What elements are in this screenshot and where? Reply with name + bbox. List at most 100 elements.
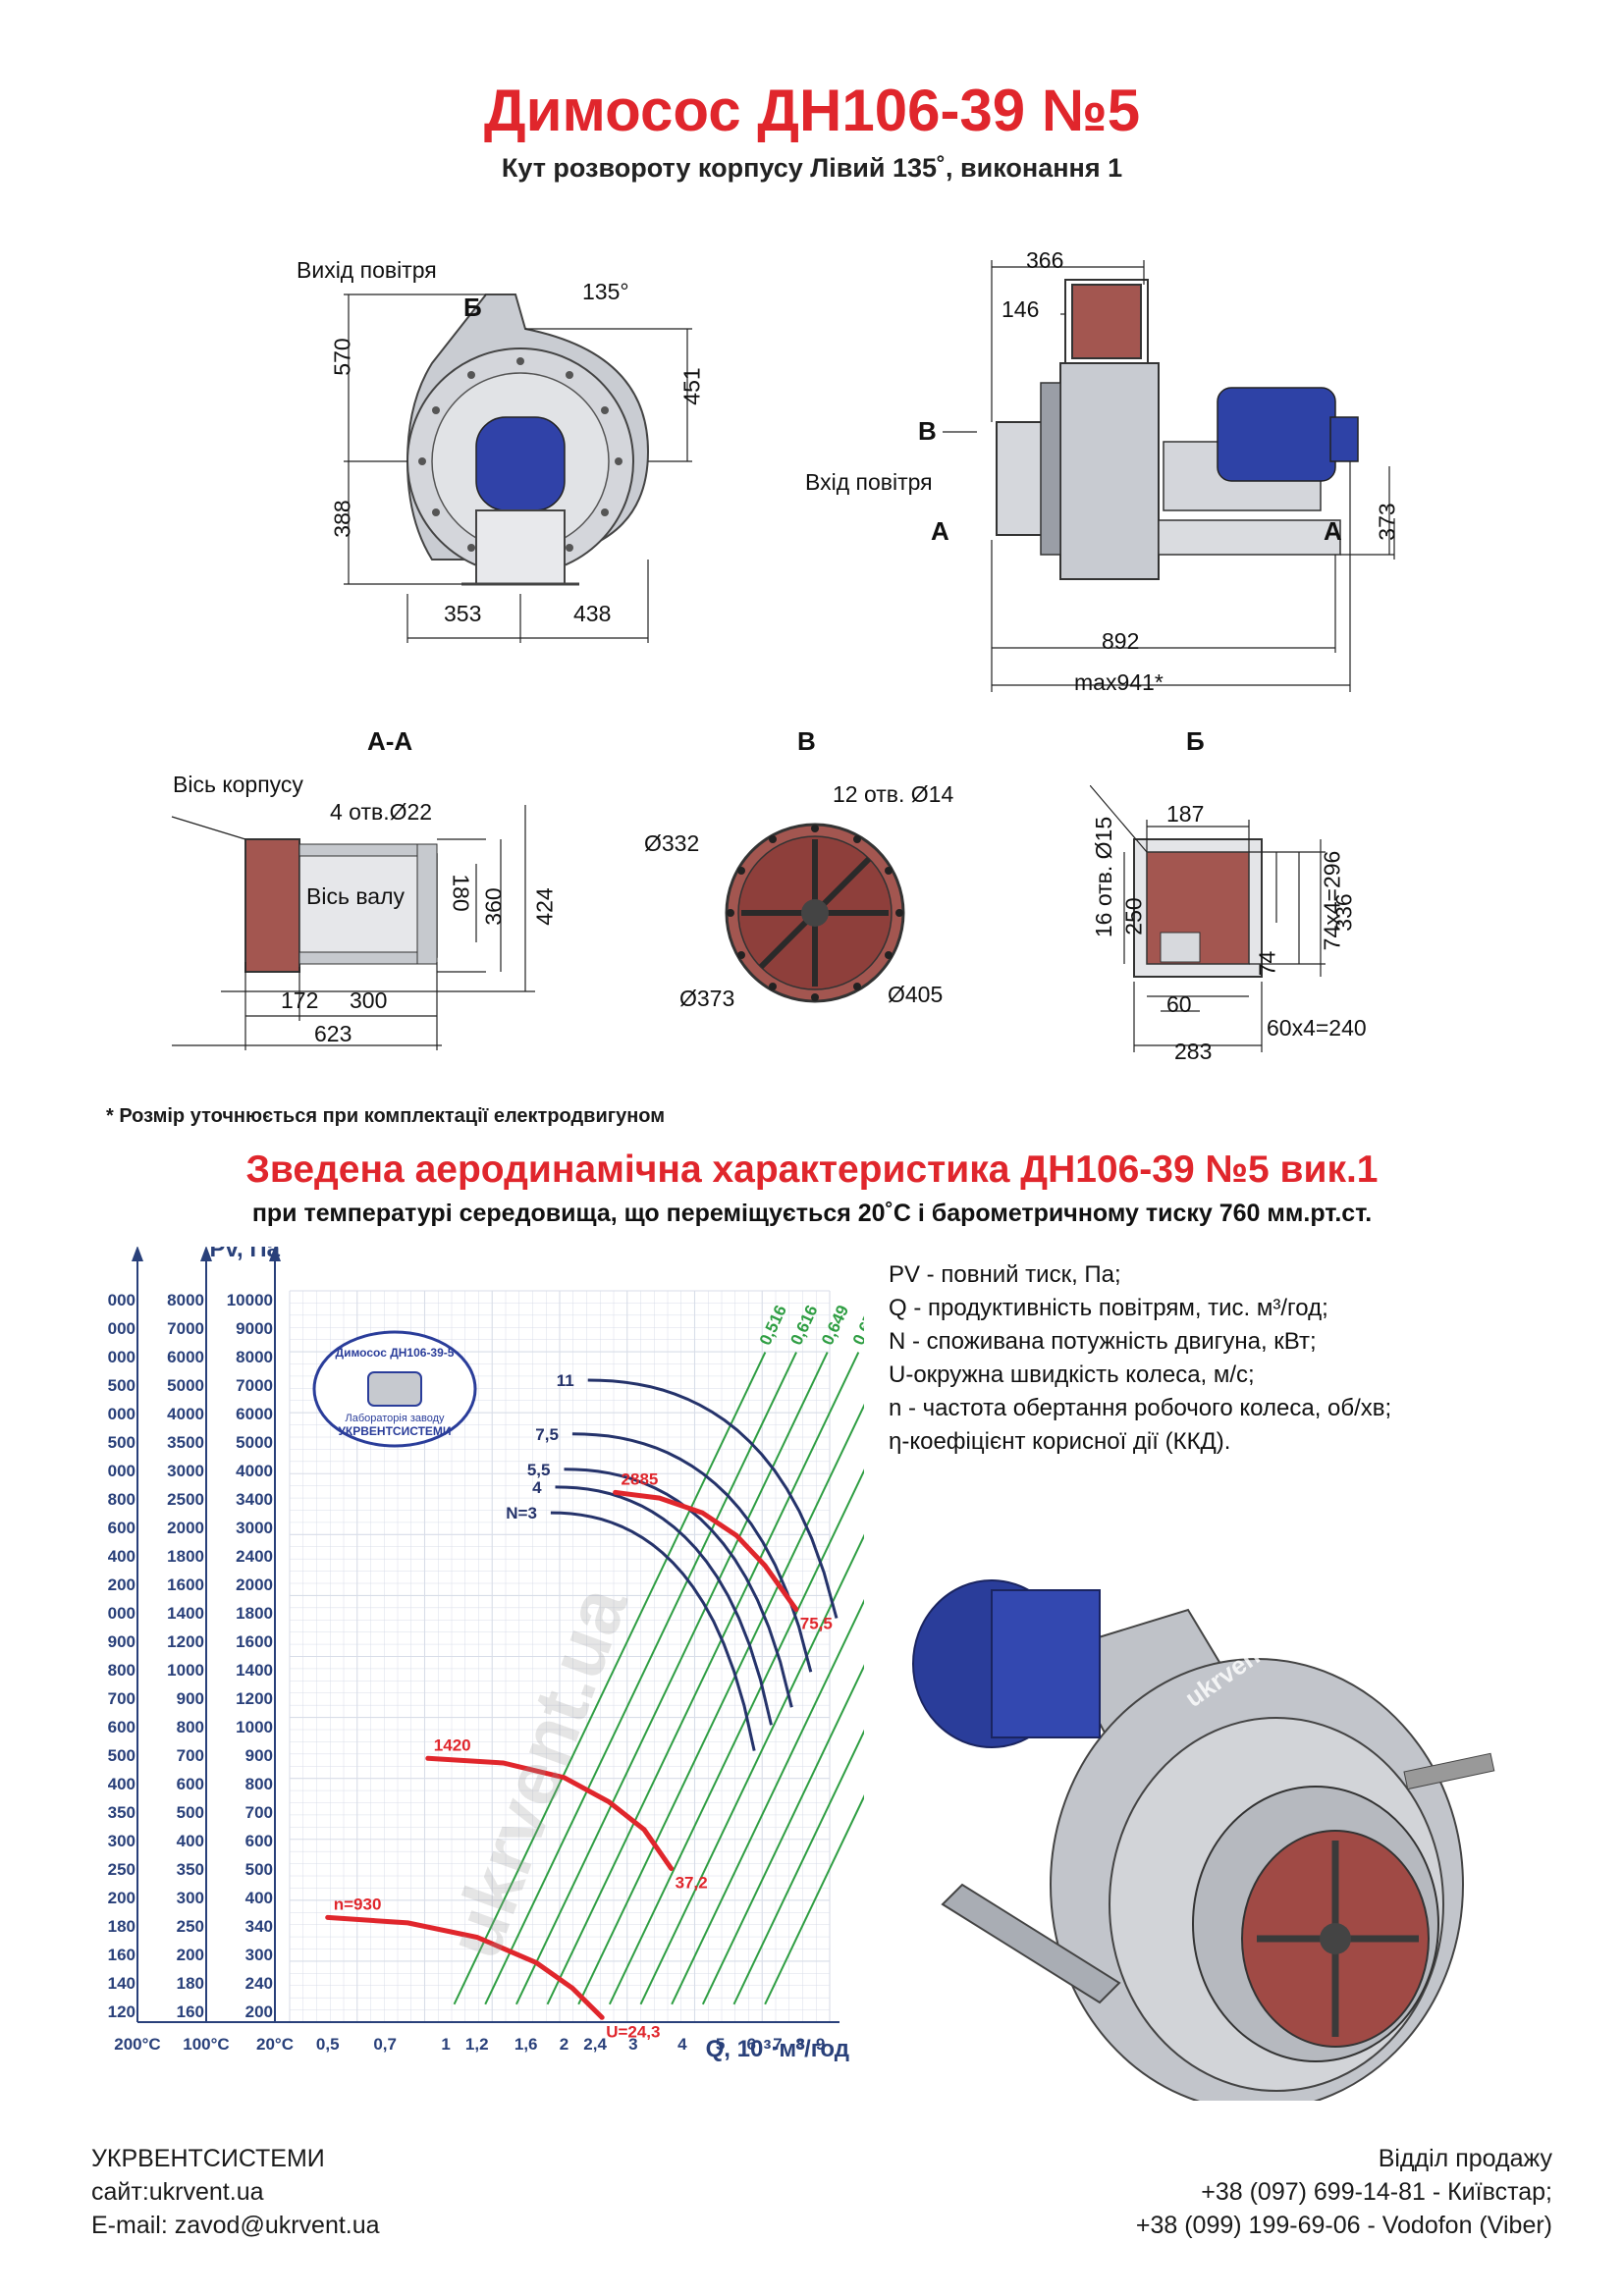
- phone-kyivstar[interactable]: +38 (097) 699-14-81 - Київстар;: [1201, 2178, 1552, 2206]
- y-tick-20c: 500: [245, 1860, 273, 1879]
- dim-180: 180: [448, 874, 474, 912]
- aero-chart: 6000500040003500300025002000180016001400…: [108, 1247, 864, 2061]
- efficiency-line: [639, 1533, 864, 2005]
- x-tick-label: 0,5: [316, 2035, 340, 2054]
- speed-start-label: n=930: [334, 1895, 382, 1913]
- y-tick-200c: 250: [108, 1860, 135, 1879]
- section-aa-title: А-А: [367, 726, 413, 756]
- y-tick-100c: 4000: [167, 1405, 204, 1423]
- dim-283: 283: [1174, 1039, 1213, 1064]
- dim-388: 388: [329, 500, 355, 538]
- legend-item: PV - повний тиск, Па;: [889, 1261, 1121, 1288]
- v-holes-label: 12 отв. Ø14: [833, 781, 954, 807]
- v-d405: Ø405: [888, 982, 944, 1007]
- speed-start-label: 2885: [622, 1469, 659, 1488]
- x-tick-label: 1,6: [514, 2035, 538, 2054]
- x-tick-label: 1: [441, 2035, 450, 2054]
- efficiency-line: [764, 1794, 864, 2005]
- front-view-drawing: [344, 294, 692, 643]
- side-view-drawing: [943, 260, 1395, 692]
- y-tick-100c: 1000: [167, 1661, 204, 1680]
- y-tick-20c: 240: [245, 1974, 273, 1993]
- speed-end-label: 75,5: [800, 1614, 833, 1632]
- y-tick-200c: 1800: [108, 1490, 135, 1509]
- sales-dept: Відділ продажу: [1378, 2145, 1552, 2172]
- chart-subtitle: при температурі середовища, що переміщує…: [251, 1200, 1373, 1227]
- y-axis-arrow: [200, 1247, 212, 1261]
- y-tick-20c: 4000: [236, 1462, 273, 1480]
- y-tick-20c: 600: [245, 1832, 273, 1850]
- x-tick-label: 0,7: [373, 2035, 397, 2054]
- section-a-left: А: [931, 516, 949, 546]
- y-tick-200c: 600: [108, 1718, 135, 1736]
- power-label: N=3: [506, 1504, 537, 1522]
- company-name: УКРВЕНТСИСТЕМИ: [91, 2145, 325, 2172]
- housing-axis-label: Вісь корпусу: [173, 772, 303, 797]
- y-tick-100c: 700: [177, 1746, 204, 1765]
- y-tick-100c: 2000: [167, 1519, 204, 1537]
- y-tick-20c: 400: [245, 1889, 273, 1907]
- x-tick-label: 9: [816, 2035, 825, 2054]
- page-subtitle: Кут розвороту корпусу Лівий 135˚, викона…: [501, 153, 1123, 183]
- efficiency-line: [453, 1352, 767, 2005]
- dim-373: 373: [1374, 503, 1400, 541]
- y-tick-20c: 200: [245, 2002, 273, 2021]
- y-tick-200c: 350: [108, 1803, 135, 1822]
- power-label: 5,5: [527, 1461, 551, 1479]
- temp-label: 100°С: [183, 2035, 229, 2054]
- email-link[interactable]: E-mail: zavod@ukrvent.ua: [91, 2212, 380, 2239]
- dim-360: 360: [480, 887, 507, 926]
- y-tick-100c: 1600: [167, 1575, 204, 1594]
- outlet-label: Вихід повітря: [297, 257, 437, 283]
- dim-424: 424: [531, 887, 558, 926]
- chart-legend: PV - повний тиск, Па; Q - продуктивність…: [889, 1258, 1391, 1459]
- legend-item: Q - продуктивність повітрям, тис. м³/год…: [889, 1295, 1328, 1321]
- y-tick-200c: 2500: [108, 1433, 135, 1452]
- y-tick-200c: 140: [108, 1974, 135, 1993]
- x-tick-label: 1,2: [465, 2035, 489, 2054]
- x-axis-label: Q, 10³·м³/год: [706, 2036, 849, 2061]
- speed-curve: [325, 1914, 605, 2020]
- dim-60x4: 60x4=240: [1267, 1015, 1367, 1041]
- y-tick-100c: 3000: [167, 1462, 204, 1480]
- y-tick-100c: 250: [177, 1917, 204, 1936]
- power-curve: [550, 1511, 756, 1751]
- y-axis-arrow: [132, 1247, 143, 1261]
- power-curve: [564, 1468, 793, 1708]
- y-tick-100c: 1200: [167, 1632, 204, 1651]
- y-tick-200c: 160: [108, 1946, 135, 1964]
- y-tick-20c: 3000: [236, 1519, 273, 1537]
- efficiency-line: [577, 1403, 864, 2005]
- logo-line1: Димосос ДН106-39-5: [336, 1346, 455, 1360]
- y-tick-200c: 6000: [108, 1291, 135, 1309]
- legend-item: n - частота обертання робочого колеса, о…: [889, 1395, 1392, 1421]
- dim-451: 451: [678, 367, 705, 405]
- page-title: Димосос ДН106-39 №5: [483, 78, 1141, 143]
- y-tick-100c: 1400: [167, 1604, 204, 1623]
- y-tick-100c: 160: [177, 2002, 204, 2021]
- x-tick-label: 2: [560, 2035, 568, 2054]
- y-tick-20c: 9000: [236, 1319, 273, 1338]
- y-tick-100c: 600: [177, 1775, 204, 1793]
- y-tick-20c: 6000: [236, 1405, 273, 1423]
- power-curve: [555, 1485, 773, 1726]
- dim-366: 366: [1026, 247, 1064, 273]
- phone-vodafone[interactable]: +38 (099) 199-69-06 - Vodofon (Viber): [1135, 2212, 1552, 2239]
- y-axis-arrow: [269, 1247, 281, 1261]
- dim-892: 892: [1102, 628, 1140, 654]
- y-tick-20c: 1800: [236, 1604, 273, 1623]
- y-tick-20c: 1000: [236, 1718, 273, 1736]
- y-tick-20c: 700: [245, 1803, 273, 1822]
- y-tick-20c: 2000: [236, 1575, 273, 1594]
- site-link[interactable]: сайт:ukrvent.ua: [91, 2178, 264, 2206]
- y-tick-200c: 180: [108, 1917, 135, 1936]
- logo-line2: Лабораторія заводу: [345, 1413, 445, 1424]
- efficiency-line: [608, 1468, 864, 2005]
- power-curve: [571, 1432, 813, 1673]
- y-tick-20c: 2400: [236, 1547, 273, 1566]
- legend-item: U-окружна швидкість колеса, м/с;: [889, 1362, 1255, 1388]
- y-tick-200c: 3500: [108, 1376, 135, 1395]
- y-tick-20c: 800: [245, 1775, 273, 1793]
- aa-holes-label: 4 отв.Ø22: [330, 799, 433, 825]
- power-label: 4: [532, 1478, 542, 1497]
